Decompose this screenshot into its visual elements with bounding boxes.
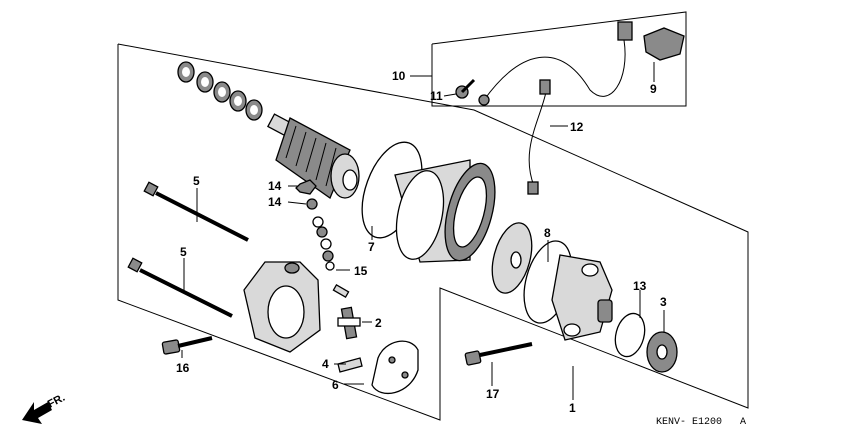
brush-spring [337, 357, 363, 373]
assembly-frame [117, 43, 749, 421]
motor-case [394, 159, 496, 263]
battery-cable [478, 21, 633, 106]
terminal-hardware-stack [295, 179, 350, 298]
callout-5-upper: 5 [193, 174, 200, 188]
callout-6: 6 [332, 378, 339, 392]
callout-10: 10 [392, 69, 406, 83]
shim-washers [177, 61, 263, 121]
diagram-code-suffix: A [740, 417, 746, 428]
brush-holder [371, 340, 419, 394]
callout-16: 16 [176, 361, 190, 375]
armature [267, 113, 360, 199]
callout-11: 11 [430, 89, 443, 103]
callout-14-lower: 14 [268, 195, 282, 209]
harness-bolt [455, 78, 476, 99]
callout-12: 12 [570, 120, 584, 134]
callout-7: 7 [368, 240, 375, 254]
harness-frame [431, 11, 687, 107]
mounting-bolt-16 [161, 336, 213, 355]
front-cover [551, 254, 613, 341]
callout-9: 9 [650, 82, 657, 96]
starter-cable [527, 79, 551, 195]
o-ring-13 [614, 312, 646, 358]
front-direction-arrow-icon [22, 402, 52, 424]
callout-15: 15 [354, 264, 368, 278]
mounting-bolt-17 [464, 342, 533, 366]
leader-lines [181, 62, 665, 400]
diagram-code: KENV- E1200 [656, 417, 722, 428]
terminal-bolt [337, 306, 361, 340]
callout-3: 3 [660, 295, 667, 309]
drive-gear [646, 331, 678, 373]
terminal-cap [643, 27, 685, 61]
long-bolt-lower [127, 257, 233, 318]
callout-17: 17 [486, 387, 500, 401]
callout-5-lower: 5 [180, 245, 187, 259]
callout-14-upper: 14 [268, 179, 282, 193]
callout-1: 1 [569, 401, 576, 415]
callout-2: 2 [375, 316, 382, 330]
rear-cover [243, 261, 321, 353]
callout-4: 4 [322, 357, 329, 371]
callout-8: 8 [544, 226, 551, 240]
callout-13: 13 [633, 279, 647, 293]
front-label: FR. [46, 392, 67, 411]
long-bolt-upper [143, 181, 249, 242]
